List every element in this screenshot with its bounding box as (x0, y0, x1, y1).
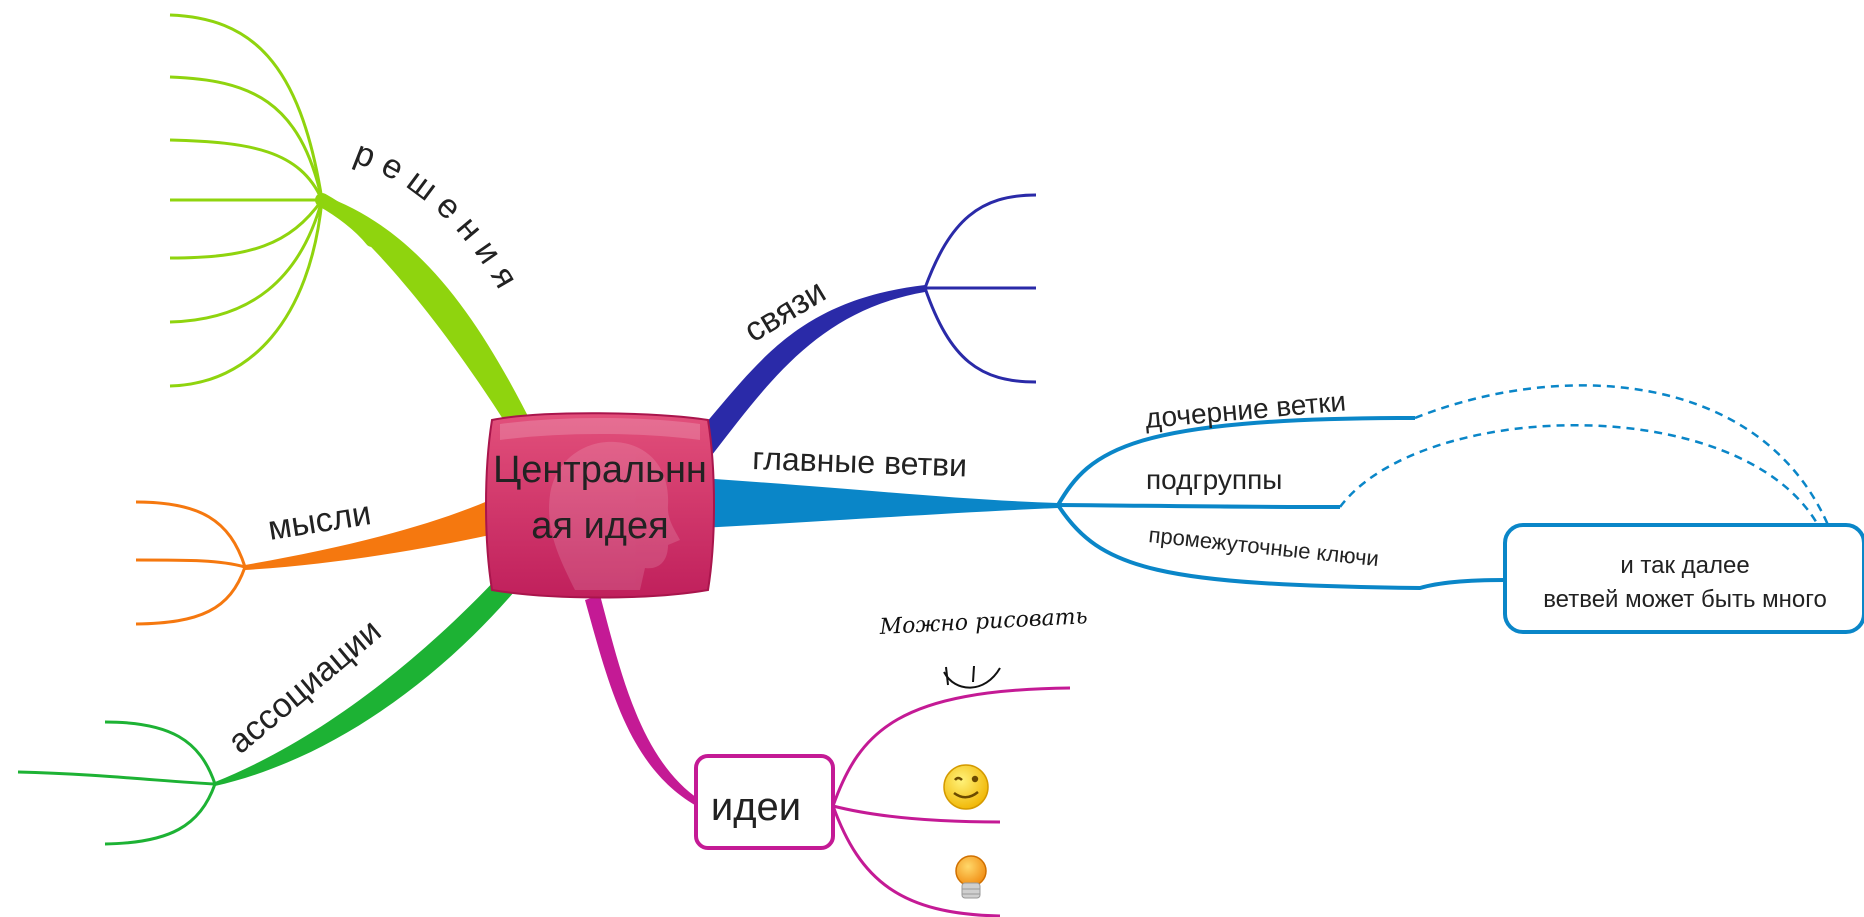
head-gears-icon (549, 441, 680, 590)
branch-thoughts-fans (135, 500, 247, 626)
branch-solutions-stem (315, 193, 379, 247)
branch-associations-trunk (215, 575, 520, 786)
branch-links-trunk (700, 285, 925, 455)
smiley-face-icon (943, 665, 1001, 689)
sub-branch-intermediate[interactable]: промежуточные ключи (1056, 503, 1506, 591)
branch-solutions-label: решения (349, 134, 530, 304)
branch-ideas-fans (831, 686, 1071, 917)
branch-main-label: главные ветви (752, 440, 968, 483)
branch-solutions-trunk (322, 195, 535, 430)
central-idea-node[interactable]: Центральнн ая идея (485, 412, 715, 599)
wink-smiley-icon (943, 764, 989, 810)
note-line-1: и так далее (1620, 552, 1749, 579)
branch-main-trunk (700, 478, 1058, 528)
branch-thoughts[interactable]: мысли (135, 494, 490, 626)
sub-branch-subgroups-label: подгруппы (1146, 464, 1282, 495)
branch-main[interactable]: главные ветви дочерние ветки подгруппы п… (700, 384, 1864, 634)
branch-associations-fans (17, 720, 217, 846)
branch-solutions[interactable]: решения (169, 13, 535, 430)
sub-branch-subgroups[interactable]: подгруппы (1057, 464, 1341, 509)
ideas-node-label: идеи (711, 785, 801, 829)
sub-branch-intermediate-label: промежуточные ключи (1147, 522, 1380, 571)
dashed-connectors (1339, 384, 1830, 526)
note-line-2: ветвей может быть много (1543, 586, 1827, 613)
ideas-node[interactable]: идеи (694, 754, 835, 850)
branch-solutions-fans (169, 13, 324, 388)
sub-branch-child-label: дочерние ветки (1144, 386, 1347, 434)
handwriting-note: Можно рисовать (878, 604, 1088, 640)
light-bulb-icon (955, 855, 987, 899)
branch-links-label: связи (738, 272, 833, 350)
branch-thoughts-label: мысли (265, 494, 373, 548)
branch-ideas[interactable]: идеи Можно рисовать (585, 595, 1088, 917)
central-idea-line-2: ая идея (531, 505, 668, 547)
branch-associations[interactable]: ассоциации (17, 575, 520, 846)
branch-thoughts-trunk (245, 500, 490, 570)
branch-ideas-trunk (585, 595, 700, 808)
central-idea-line-1: Центральнн (493, 449, 707, 491)
branch-links[interactable]: связи (700, 193, 1037, 455)
note-box[interactable]: и так далее ветвей может быть много (1503, 523, 1864, 634)
branch-links-fans (923, 193, 1037, 384)
